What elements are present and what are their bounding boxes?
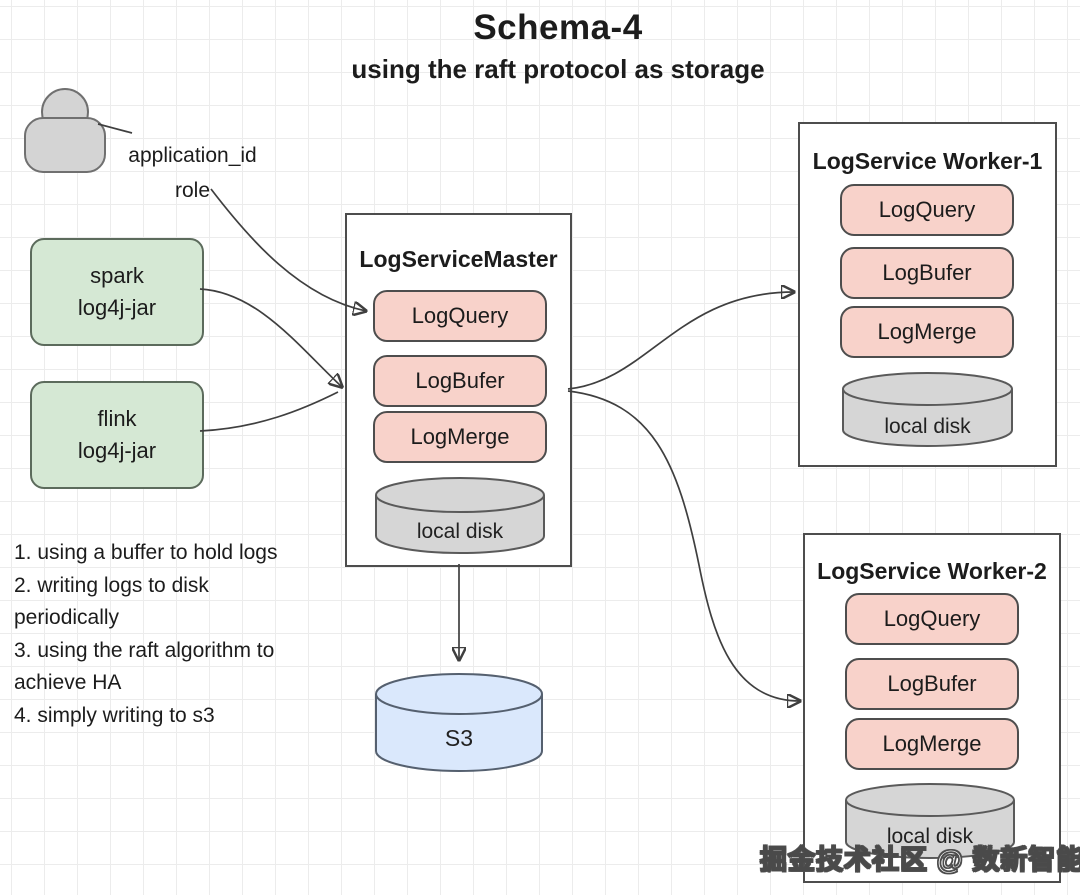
diagram-title: Schema-4 xyxy=(473,8,643,47)
note-line: 2. writing logs to disk xyxy=(14,573,209,597)
cylinder-icon xyxy=(375,673,543,772)
worker1-disk-label: local disk xyxy=(884,415,971,438)
note-line: 4. simply writing to s3 xyxy=(14,703,215,727)
edge-flink-to-master xyxy=(199,391,339,432)
master-disk-label: local disk xyxy=(416,520,504,543)
note-line: periodically xyxy=(14,606,120,629)
actor-label-application-id: application_id xyxy=(128,144,257,167)
node-flink-log4j-jar: flink log4j-jar xyxy=(30,381,204,489)
worker1-logmerge: LogMerge xyxy=(840,306,1014,358)
worker1-local-disk: local disk xyxy=(842,372,1013,447)
cylinder-icon xyxy=(375,477,545,554)
actor-label: application_id role xyxy=(110,138,275,208)
master-logmerge: LogMerge xyxy=(373,411,547,463)
worker2-local-disk: local disk xyxy=(845,783,1015,859)
cylinder-icon xyxy=(845,783,1015,859)
master-logquery: LogQuery xyxy=(373,290,547,342)
node-logservice-worker-2: LogService Worker-2 LogQuery LogBufer Lo… xyxy=(803,533,1061,883)
node-spark-log4j-jar: spark log4j-jar xyxy=(30,238,204,346)
flink-label-line1: flink xyxy=(97,406,137,431)
diagram-subtitle: using the raft protocol as storage xyxy=(351,54,765,84)
master-logbufer: LogBufer xyxy=(373,355,547,407)
person-icon xyxy=(24,88,106,173)
master-local-disk: local disk xyxy=(375,477,545,554)
arrow-spark-to-master xyxy=(199,288,342,387)
spark-label-line1: spark xyxy=(90,263,144,288)
worker2-logquery: LogQuery xyxy=(845,593,1019,645)
actor-label-role: role xyxy=(174,179,211,202)
note-line: achieve HA xyxy=(14,671,122,694)
node-logservice-master: LogServiceMaster LogQuery LogBufer LogMe… xyxy=(345,213,572,567)
worker1-logquery: LogQuery xyxy=(840,184,1014,236)
cylinder-icon xyxy=(842,372,1013,447)
arrow-master-to-worker2 xyxy=(567,390,800,701)
worker1-logbufer: LogBufer xyxy=(840,247,1014,299)
master-title: LogServiceMaster xyxy=(359,246,558,272)
arrow-master-to-worker1 xyxy=(567,292,794,390)
note-line: 1. using a buffer to hold logs xyxy=(14,541,278,564)
node-logservice-worker-1: LogService Worker-1 LogQuery LogBufer Lo… xyxy=(798,122,1057,467)
worker2-logbufer: LogBufer xyxy=(845,658,1019,710)
worker2-logmerge: LogMerge xyxy=(845,718,1019,770)
s3-label: S3 xyxy=(444,725,474,751)
watermark-text: 掘金技术社区 @ 数新智能 xyxy=(759,844,1080,875)
notes-list: 1. using a buffer to hold logs 2. writin… xyxy=(14,537,354,732)
node-s3: S3 xyxy=(375,673,543,772)
spark-label-line2: log4j-jar xyxy=(77,295,157,320)
worker2-disk-label: local disk xyxy=(886,825,974,848)
worker2-title: LogService Worker-2 xyxy=(817,558,1047,584)
worker1-title: LogService Worker-1 xyxy=(812,148,1043,174)
note-line: 3. using the raft algorithm to xyxy=(14,638,275,662)
flink-label-line2: log4j-jar xyxy=(77,438,157,463)
